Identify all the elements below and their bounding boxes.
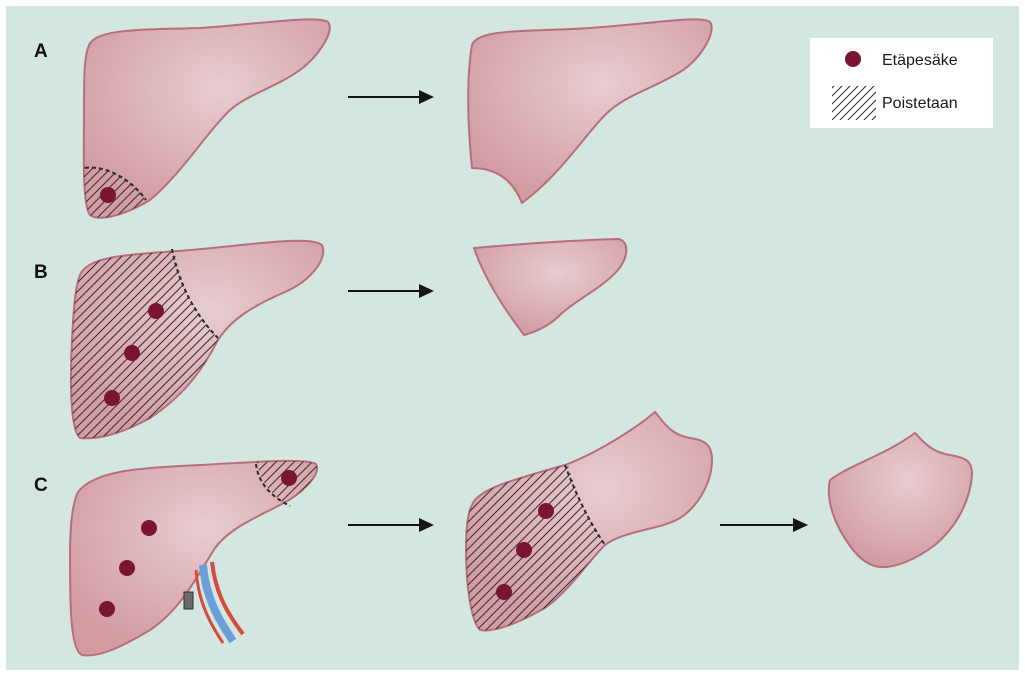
metastasis-dot: [104, 390, 120, 406]
metastasis-dot: [148, 303, 164, 319]
metastasis-dot: [100, 187, 116, 203]
metastasis-dot: [538, 503, 554, 519]
panel-label-b: B: [34, 262, 48, 283]
metastasis-dot: [119, 560, 135, 576]
panel-label-c: C: [34, 475, 48, 496]
metastasis-dot: [124, 345, 140, 361]
metastasis-dot: [496, 584, 512, 600]
metastasis-dot: [516, 542, 532, 558]
legend-hatch-symbol: [832, 86, 876, 120]
panel-label-a: A: [34, 41, 48, 62]
legend-metastasis-symbol: [845, 51, 861, 67]
legend-resection-label: Poistetaan: [882, 95, 958, 112]
legend-metastasis-label: Etäpesäke: [882, 52, 958, 69]
legend: Etäpesäke Poistetaan: [810, 38, 993, 128]
vessel-clamp: [184, 592, 193, 609]
metastasis-dot: [281, 470, 297, 486]
metastasis-dot: [99, 601, 115, 617]
metastasis-dot: [141, 520, 157, 536]
